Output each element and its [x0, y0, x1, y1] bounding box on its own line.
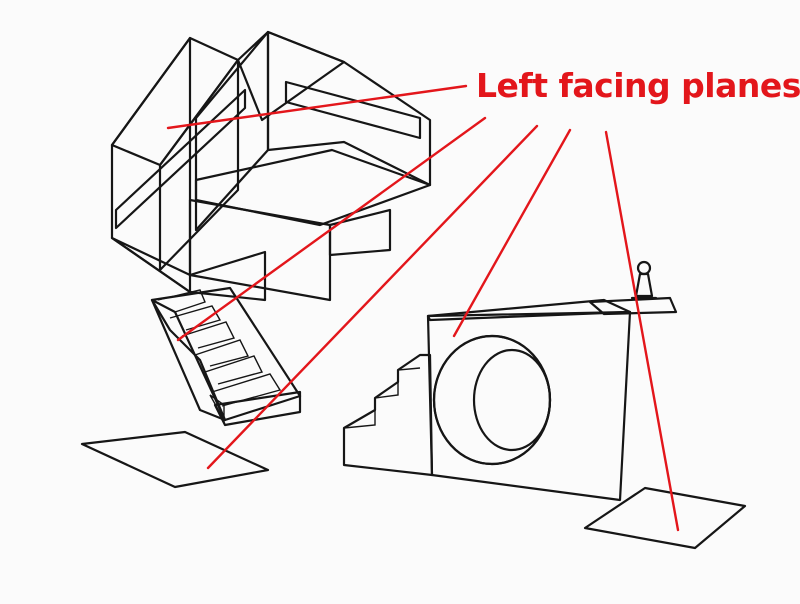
floor-square-right — [583, 486, 747, 550]
staircase — [150, 286, 302, 427]
floating-block-structure — [110, 30, 432, 302]
annotation-leaders — [166, 84, 680, 532]
block-with-hole — [342, 260, 678, 502]
annotation-label: Left facing planes — [476, 66, 800, 105]
leader-line-1 — [166, 84, 468, 130]
leader-line-2 — [176, 116, 487, 342]
leader-line-4 — [452, 128, 572, 338]
leader-line-5 — [604, 130, 680, 532]
leader-line-3 — [206, 124, 539, 470]
floor-square-left — [80, 430, 270, 489]
